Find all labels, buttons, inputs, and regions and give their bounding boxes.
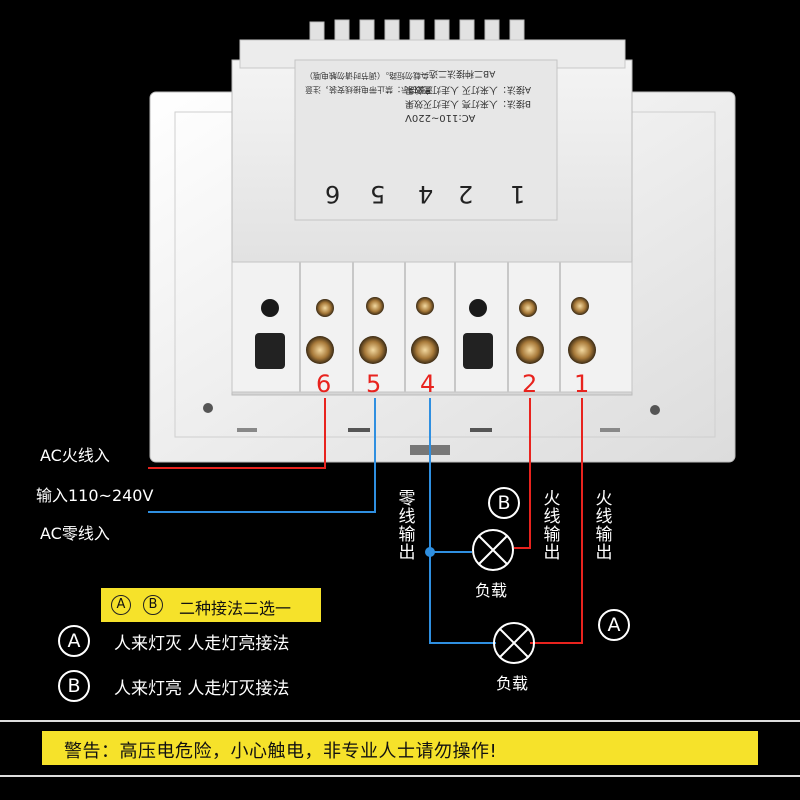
plate-method-b: B接法：人来灯亮 人走灯灭效果 (405, 98, 532, 108)
legend-method-b: 人来灯亮 人走灯灭接法 (114, 679, 290, 699)
terminal-number-5: 5 (366, 370, 382, 398)
neutral-out-label: 零线输出 (398, 489, 416, 563)
screw-top-row (261, 297, 589, 317)
live-out-b-label: 火线输出 (543, 489, 561, 563)
input-voltage-label: 输入110~240V (36, 486, 154, 505)
plate-note: 温馨提示：禁止带电接线安装，注意 (305, 85, 433, 94)
warning-rule-top (0, 720, 800, 722)
plate-choose: AB二种接法二选一 (420, 68, 496, 78)
live-wires (148, 398, 583, 644)
terminal-block (231, 261, 633, 393)
load-label-lower: 负载 (496, 674, 529, 693)
warning-bar: 警告：高压电危险，小心触电，非专业人士请勿操作! (42, 731, 758, 765)
neutral-wires (148, 398, 496, 644)
legend-method-a: 人来灯灭 人走灯亮接法 (114, 634, 290, 654)
legend-circle-a: A (58, 625, 90, 657)
plate-number-5: 5 (370, 180, 386, 208)
terminal-number-2: 2 (522, 370, 538, 398)
legend-circle-a-small: A (111, 595, 131, 615)
legend-circle-b: B (58, 670, 90, 702)
plate-number-4: 4 (418, 180, 434, 208)
marker-b: B (488, 487, 520, 519)
label-panel (294, 59, 558, 221)
neutral-junction (425, 547, 435, 557)
terminal-holes (255, 333, 596, 369)
load-label-upper: 负载 (475, 581, 508, 600)
terminal-number-1: 1 (574, 370, 590, 398)
legend-circle-b-small: B (143, 595, 163, 615)
load-lamp-lower (493, 622, 535, 664)
legend-title-bar: A B 二种接法二选一 (101, 588, 321, 622)
plate-number-1: 1 (510, 180, 526, 208)
load-lamp-upper (472, 529, 514, 571)
terminal-number-6: 6 (316, 370, 332, 398)
warning-text: 警告：高压电危险，小心触电，非专业人士请勿操作! (64, 741, 498, 762)
ac-neutral-in-label: AC零线入 (40, 524, 110, 543)
plate-number-6: 6 (325, 180, 341, 208)
plate-rating: AC:110~220V (405, 112, 476, 123)
legend-choose-text: 二种接法二选一 (179, 599, 292, 618)
ac-live-in-label: AC火线入 (40, 446, 110, 465)
live-out-a-label: 火线输出 (595, 489, 613, 563)
marker-a: A (598, 609, 630, 641)
plate-number-2: 2 (458, 180, 474, 208)
warning-rule-bottom (0, 775, 800, 777)
plate-note-2: 负载勿短路。（调节时请勿触电哦） (305, 71, 429, 80)
terminal-number-4: 4 (420, 370, 436, 398)
